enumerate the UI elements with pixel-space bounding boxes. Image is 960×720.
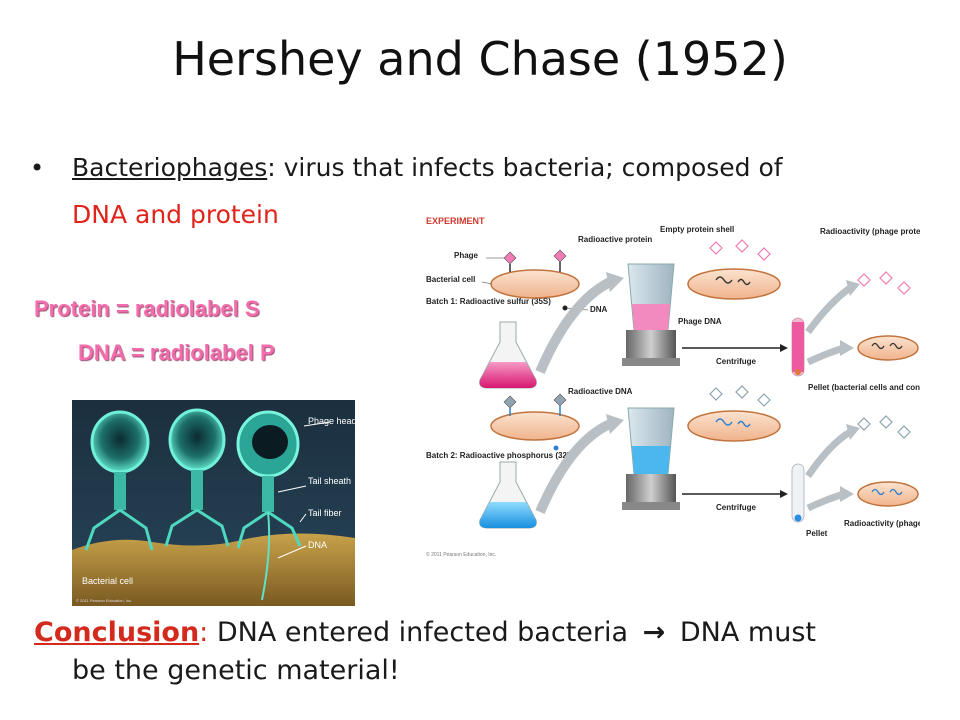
label-batch1: Batch 1: Radioactive sulfur (35S) — [426, 297, 551, 306]
micrograph-image: Phage head Tail sheath Tail fiber DNA Ba… — [72, 400, 355, 606]
label-radioactive-dna: Radioactive DNA — [568, 387, 633, 396]
conclusion-text-3: be the genetic material! — [72, 655, 400, 686]
label-dna-diagram: DNA — [590, 305, 608, 314]
conclusion-colon: : — [199, 617, 209, 648]
label-batch2: Batch 2: Radioactive phosphorus (32P) — [426, 451, 575, 460]
slide-title: Hershey and Chase (1952) — [172, 32, 788, 86]
bullet-text: : virus that infects bacteria; composed … — [267, 153, 783, 182]
label-phage-dna: Phage DNA — [678, 317, 722, 326]
experiment-heading: EXPERIMENT — [426, 216, 485, 226]
label-centrifuge-2: Centrifuge — [716, 503, 757, 512]
bullet-continued: DNA and protein — [72, 200, 279, 229]
phage-3-shape — [236, 410, 302, 601]
label-centrifuge-1: Centrifuge — [716, 357, 757, 366]
conclusion-label: Conclusion — [34, 617, 200, 648]
label-radioactive-protein: Radioactive protein — [578, 235, 652, 244]
arrow-right-icon: → — [642, 617, 666, 648]
label-pellet-2: Pellet — [806, 529, 828, 538]
conclusion-text-1: DNA entered infected bacteria — [216, 617, 629, 648]
micrograph-credit: © 2011 Pearson Education, Inc. — [76, 598, 132, 603]
label-tail-fiber: Tail fiber — [308, 508, 342, 518]
label-bacterial-cell-diagram: Bacterial cell — [426, 275, 475, 284]
conclusion: Conclusion: DNA entered infected bacteri… — [34, 614, 934, 690]
phage-2-shape — [164, 408, 230, 547]
label-bacterial-cell: Bacterial cell — [82, 576, 133, 586]
conclusion-text-2: DNA must — [679, 617, 816, 648]
protein-label: Protein = radiolabel S — [34, 296, 260, 321]
label-phage-head: Phage head — [308, 416, 355, 426]
phage-micrograph: Phage head Tail sheath Tail fiber DNA Ba… — [72, 400, 355, 606]
label-phage: Phage — [454, 251, 479, 260]
bullet-symbol: • — [30, 154, 45, 182]
experiment-diagram-svg: EXPERIMENT Phage Bacterial cell Radioact… — [426, 216, 960, 558]
phage-1-shape — [84, 410, 154, 551]
bullet-term: Bacteriophages — [72, 153, 268, 182]
label-tail-sheath: Tail sheath — [308, 476, 351, 486]
dna-label: DNA = radiolabel P — [78, 340, 275, 365]
label-radioactivity-liquid: Radioactivity (phage protein) in liquid — [820, 227, 920, 236]
label-radioactivity-pellet: Radioactivity (phage DNA) in pellet — [844, 519, 920, 528]
label-dna: DNA — [308, 540, 327, 550]
label-empty-shell: Empty protein shell — [660, 225, 734, 234]
label-pellet-1: Pellet (bacterial cells and contents) — [808, 383, 920, 392]
diagram-credit: © 2011 Pearson Education, Inc. — [426, 551, 496, 558]
experiment-diagram: EXPERIMENT Phage Bacterial cell Radioact… — [420, 212, 960, 560]
